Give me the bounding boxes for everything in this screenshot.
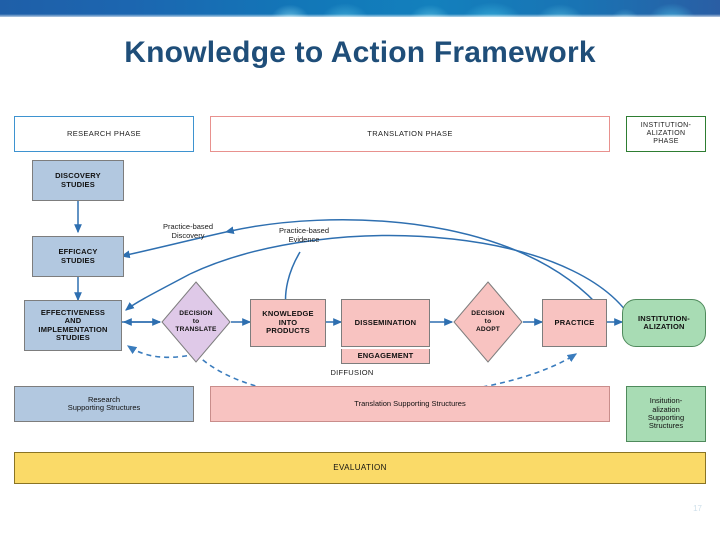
node-institutionalization[interactable]: INSTITUTION- ALIZATION bbox=[622, 299, 706, 347]
phase-label-inst-line3: PHASE bbox=[653, 137, 679, 145]
annotation-pbd-line2: Discovery bbox=[171, 231, 205, 240]
research-support-line1: Research bbox=[87, 394, 121, 404]
phase-label-inst-line2: ALIZATION bbox=[646, 130, 686, 138]
node-effectiveness-implementation-studies[interactable]: EFFECTIVENESS AND IMPLEMENTATION STUDIES bbox=[24, 300, 122, 351]
page-title: Knowledge to Action Framework bbox=[124, 36, 596, 69]
phase-label-research: RESEARCH PHASE bbox=[66, 128, 142, 138]
decision-adopt-line1: DECISION bbox=[471, 310, 505, 318]
node-discovery-line2: STUDIES bbox=[61, 179, 95, 189]
practice-label: PRACTICE bbox=[554, 317, 595, 327]
knowledge-products-line2: INTO bbox=[278, 317, 298, 327]
node-efficacy-line1: EFFICACY bbox=[58, 247, 98, 257]
node-translation-supporting-structures[interactable]: Translation Supporting Structures bbox=[210, 386, 610, 422]
annotation-pbe-line2: Evidence bbox=[288, 235, 320, 244]
decision-adopt-line3: ADOPT bbox=[475, 325, 501, 333]
node-research-supporting-structures[interactable]: Research Supporting Structures bbox=[14, 386, 194, 422]
node-effectiveness-line3: IMPLEMENTATION bbox=[38, 324, 108, 334]
decision-translate-line2: to bbox=[192, 318, 200, 326]
node-effectiveness-line1: EFFECTIVENESS bbox=[40, 307, 106, 317]
diagram-arrows-layer bbox=[74, 201, 641, 400]
node-discovery-studies[interactable]: DISCOVERY STUDIES bbox=[32, 160, 124, 201]
node-discovery-line1: DISCOVERY bbox=[55, 171, 101, 181]
decision-translate-line1: DECISION bbox=[179, 310, 213, 318]
annotation-diffusion: DIFFUSION bbox=[316, 368, 388, 377]
decision-adopt-line2: to bbox=[484, 318, 492, 326]
node-decision-to-adopt[interactable]: DECISION to ADOPT bbox=[452, 280, 524, 364]
inst-support-line1: Insitution- bbox=[649, 396, 683, 406]
evaluation-label: EVALUATION bbox=[333, 462, 387, 472]
node-effectiveness-line4: STUDIES bbox=[56, 332, 90, 342]
phase-header-research: RESEARCH PHASE bbox=[14, 116, 194, 152]
decision-translate-line3: TRANSLATE bbox=[175, 325, 217, 333]
engagement-label: ENGAGEMENT bbox=[357, 350, 414, 360]
phase-label-inst-line1: INSTITUTION- bbox=[640, 122, 692, 130]
banner-shadow bbox=[0, 14, 720, 18]
node-efficacy-line2: STUDIES bbox=[61, 255, 95, 265]
diamond-shape-translate bbox=[161, 281, 231, 363]
translation-support-line1: Translation Supporting Structures bbox=[354, 398, 466, 408]
annotation-pbe-line1: Practice-based bbox=[278, 226, 330, 235]
institutionalization-line2: ALIZATION bbox=[643, 322, 685, 331]
node-knowledge-into-products[interactable]: KNOWLEDGE INTO PRODUCTS bbox=[250, 299, 326, 347]
annotation-pbd-line1: Practice-based bbox=[162, 222, 214, 231]
institutionalization-line1: INSTITUTION- bbox=[638, 313, 690, 323]
knowledge-products-line3: PRODUCTS bbox=[266, 326, 310, 336]
dissemination-label: DISSEMINATION bbox=[354, 317, 417, 327]
node-engagement[interactable]: ENGAGEMENT bbox=[341, 349, 430, 364]
node-efficacy-studies[interactable]: EFFICACY STUDIES bbox=[32, 236, 124, 277]
phase-header-translation: TRANSLATION PHASE bbox=[210, 116, 610, 152]
node-effectiveness-line2: AND bbox=[64, 316, 82, 326]
annotation-practice-based-discovery: Practice-based Discovery bbox=[142, 222, 234, 240]
knowledge-to-action-diagram: RESEARCH PHASE TRANSLATION PHASE INSTITU… bbox=[0, 104, 720, 500]
annotation-diffusion-label: DIFFUSION bbox=[330, 368, 374, 377]
node-decision-to-translate[interactable]: DECISION to TRANSLATE bbox=[160, 280, 232, 364]
phase-label-translation: TRANSLATION PHASE bbox=[367, 128, 453, 138]
node-dissemination[interactable]: DISSEMINATION bbox=[341, 299, 430, 347]
decision-translate-labels: DECISION to TRANSLATE bbox=[160, 280, 232, 364]
node-practice[interactable]: PRACTICE bbox=[542, 299, 607, 347]
diamond-shape-adopt bbox=[453, 281, 523, 363]
top-banner bbox=[0, 0, 720, 17]
inst-support-line2: alization bbox=[652, 404, 680, 414]
inst-support-line4: Structures bbox=[648, 421, 684, 431]
decision-adopt-labels: DECISION to ADOPT bbox=[452, 280, 524, 364]
page-number: 17 bbox=[693, 504, 702, 513]
research-support-line2: Supporting Structures bbox=[67, 403, 141, 412]
knowledge-products-line1: KNOWLEDGE bbox=[262, 309, 314, 319]
node-institutionalization-supporting-structures[interactable]: Insitution- alization Supporting Structu… bbox=[626, 386, 706, 442]
node-evaluation-bar[interactable]: EVALUATION bbox=[14, 452, 706, 484]
annotation-practice-based-evidence: Practice-based Evidence bbox=[258, 226, 350, 244]
phase-header-institutionalization: INSTITUTION- ALIZATION PHASE bbox=[626, 116, 706, 152]
inst-support-line3: Supporting bbox=[647, 413, 685, 422]
